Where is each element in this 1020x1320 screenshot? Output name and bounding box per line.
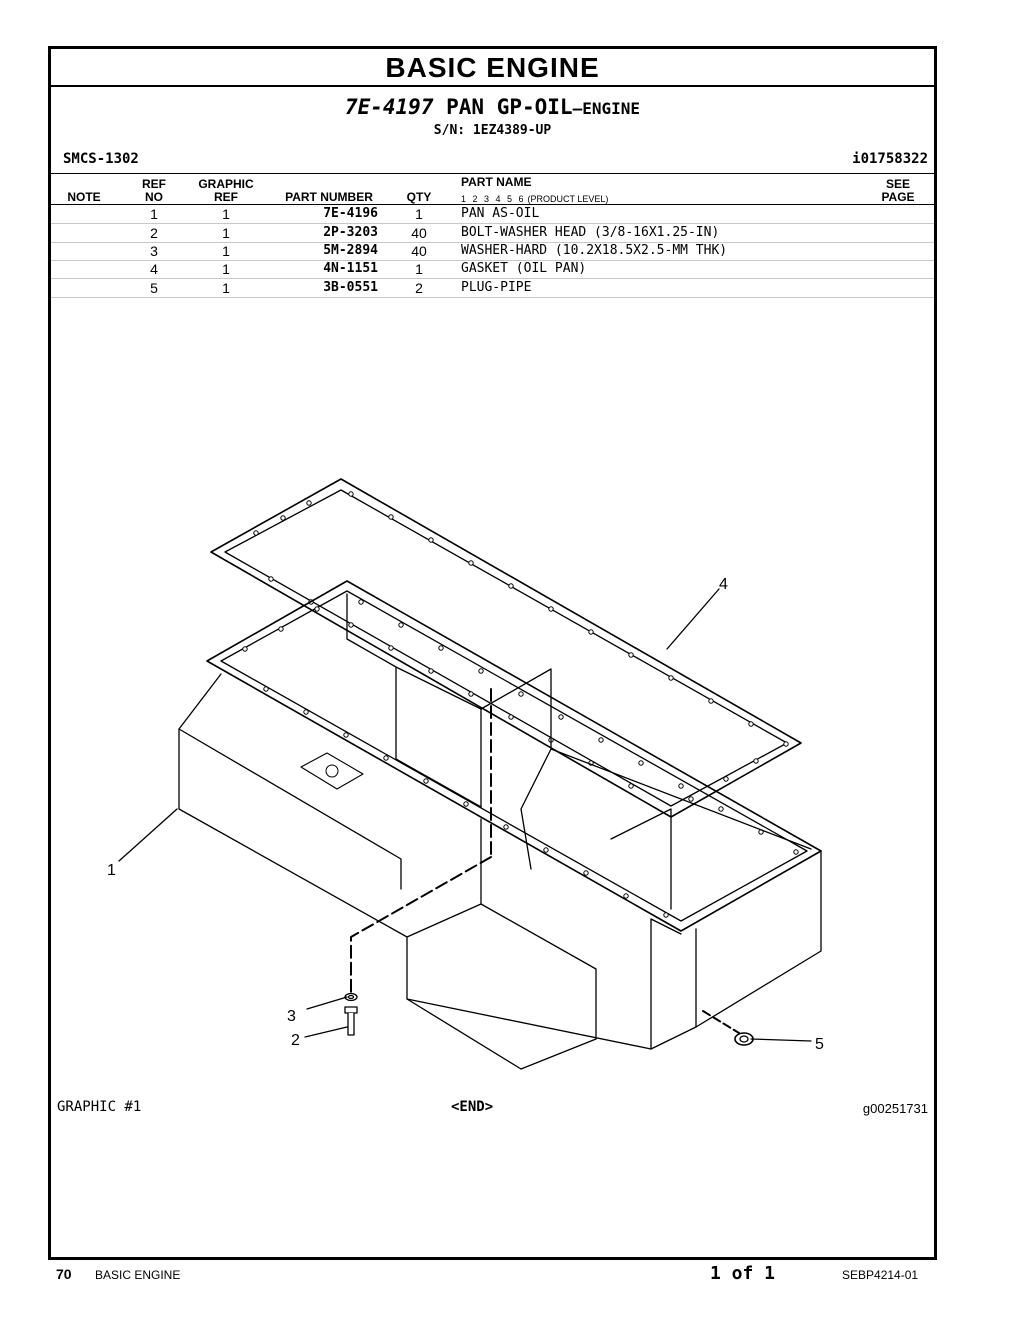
footer-section: BASIC ENGINE <box>95 1268 181 1282</box>
plug-drawing <box>734 1032 754 1046</box>
col-part-number: PART NUMBER <box>285 190 373 204</box>
section-title: BASIC ENGINE <box>51 49 934 87</box>
group-name: PAN GP-OIL <box>446 95 573 119</box>
callout-1: 1 <box>107 862 116 879</box>
smcs-code: SMCS-1302 <box>63 151 139 167</box>
page-number: 70 <box>56 1266 72 1282</box>
illustration-id: i01758322 <box>852 151 928 167</box>
callout-5: 5 <box>815 1036 824 1053</box>
parts-page-frame: BASIC ENGINE 7E-4197 PAN GP-OIL—ENGINE S… <box>48 46 937 1260</box>
group-title: 7E-4197 PAN GP-OIL—ENGINE <box>51 95 934 119</box>
page-of: 1 of 1 <box>710 1263 776 1284</box>
col-qty: QTY <box>406 190 432 204</box>
header-bottom-rule <box>51 204 934 205</box>
bolt-washer-drawing <box>344 992 358 1036</box>
end-label: <END> <box>451 1099 494 1115</box>
graphic-label: GRAPHIC #1 <box>57 1099 142 1115</box>
pan-drawing <box>178 580 822 1070</box>
gasket-drawing <box>210 478 802 818</box>
oil-pan-illustration: 1 2 3 4 5 <box>107 478 824 1070</box>
doc-number: SEBP4214-01 <box>842 1268 919 1282</box>
header-top-rule <box>51 173 934 174</box>
group-part-number: 7E-4197 <box>344 95 434 119</box>
col-part-name: PART NAME <box>461 175 532 189</box>
callout-4: 4 <box>719 576 728 593</box>
serial-number: S/N: 1EZ4389-UP <box>433 123 552 138</box>
callout-2: 2 <box>291 1032 300 1049</box>
product-levels: 1 2 3 4 5 6(PRODUCT LEVEL) <box>461 194 609 204</box>
group-suffix: —ENGINE <box>572 99 641 118</box>
col-note: NOTE <box>67 190 101 204</box>
graphic-ref-id: g00251731 <box>862 1101 928 1116</box>
callout-3: 3 <box>287 1008 296 1025</box>
